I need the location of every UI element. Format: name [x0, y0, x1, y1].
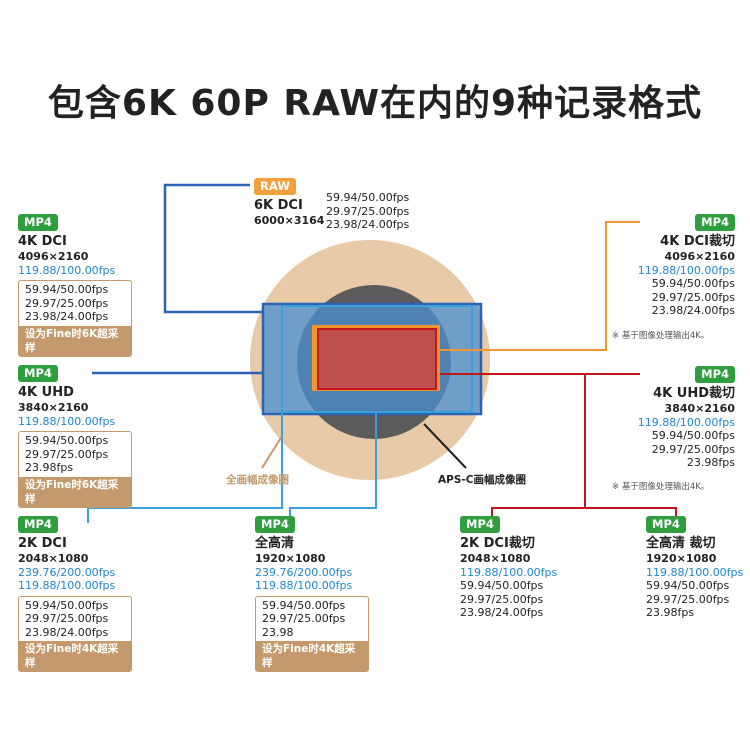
pointer-apsc — [423, 423, 467, 469]
fps-item: 23.98fps — [646, 606, 695, 619]
format-name: 6K DCI — [254, 198, 303, 213]
format-name: 4K UHD — [18, 385, 74, 400]
wire-4kdci-crop — [440, 221, 640, 351]
format-resolution: 3840×2160 — [664, 402, 735, 415]
processing-note: ※ 基于图像处理输出4K。 — [612, 331, 710, 341]
fine-note: 设为Fine时4K超采样 — [256, 641, 368, 671]
processing-note: ※ 基于图像处理输出4K。 — [612, 482, 710, 492]
mp4-badge: MP4 — [255, 516, 295, 533]
format-resolution: 6000×3164 — [254, 214, 325, 227]
fps-item: 23.98/24.00fps — [25, 625, 109, 639]
format-name: 4K DCI裁切 — [660, 234, 735, 249]
format-hfr: 239.76/200.00fps — [255, 565, 353, 579]
wire-2kdci-crop — [491, 374, 586, 523]
fps-item: 29.97/25.00fps — [25, 296, 109, 310]
fps-item: 23.98/24.00fps — [460, 606, 544, 619]
format-resolution: 4096×2160 — [664, 250, 735, 263]
fps-item: 29.97/25.00fps — [460, 592, 544, 606]
fps-box: 59.94/50.00fps 29.97/25.00fps 23.98fps 设… — [18, 431, 132, 508]
format-fhd-crop: MP4 全高清 裁切 1920×1080 119.88/100.00fps 59… — [646, 516, 746, 620]
note-4k-uhd-crop: ※ 基于图像处理输出4K。 — [612, 478, 709, 495]
format-hfr: 119.88/100.00fps — [637, 415, 735, 429]
format-2k-dci-crop: MP4 2K DCI裁切 2048×1080 119.88/100.00fps … — [460, 516, 580, 620]
fps-item: 59.94/50.00fps — [651, 429, 735, 442]
format-hfr: 119.88/100.00fps — [18, 579, 116, 592]
fps-item: 23.98/24.00fps — [25, 310, 109, 323]
format-fhd: MP4 全高清 1920×1080 239.76/200.00fps 119.8… — [255, 516, 369, 672]
format-hfr: 119.88/100.00fps — [18, 263, 116, 277]
mp4-badge: MP4 — [18, 214, 58, 231]
fps-box: 59.94/50.00fps 29.97/25.00fps 23.98 设为Fi… — [255, 595, 369, 672]
fps-item: 59.94/50.00fps — [262, 598, 346, 612]
format-name: 4K DCI — [18, 234, 67, 249]
format-hfr: 119.88/100.00fps — [460, 565, 558, 579]
fps-item: 29.97/25.00fps — [25, 447, 109, 461]
note-4k-dci-crop: ※ 基于图像处理输出4K。 — [612, 327, 709, 344]
fps-item: 29.97/25.00fps — [646, 592, 730, 606]
apsc-label: APS-C画幅成像圈 — [438, 474, 526, 486]
mp4-badge: MP4 — [646, 516, 686, 533]
full-frame-label: 全画幅成像圈 — [226, 474, 289, 486]
mp4-badge: MP4 — [460, 516, 500, 533]
fps-item: 59.94/50.00fps — [25, 283, 109, 296]
format-2k-dci: MP4 2K DCI 2048×1080 239.76/200.00fps 11… — [18, 516, 132, 672]
fps-item: 23.98 — [262, 625, 294, 639]
raw-badge: RAW — [254, 178, 296, 195]
fps-item: 59.94/50.00fps — [646, 579, 730, 592]
mp4-badge: MP4 — [695, 366, 735, 383]
mp4-badge: MP4 — [18, 365, 58, 382]
fps-item: 29.97/25.00fps — [262, 612, 346, 625]
format-hfr: 119.88/100.00fps — [637, 263, 735, 277]
fps-item: 23.98/24.00fps — [326, 218, 410, 231]
fps-item: 29.97/25.00fps — [651, 290, 735, 304]
fps-item: 29.97/25.00fps — [326, 204, 410, 218]
format-resolution: 1920×1080 — [646, 552, 717, 565]
fps-item: 29.97/25.00fps — [651, 442, 735, 456]
format-resolution: 4096×2160 — [18, 250, 89, 263]
format-raw-6k: RAW 6K DCI 6000×3164 — [254, 178, 324, 228]
fps-item: 59.94/50.00fps — [460, 579, 544, 592]
wire-fhd — [289, 412, 377, 523]
format-hfr: 119.88/100.00fps — [255, 579, 353, 592]
page-title: 包含6K 60P RAW在内的9种记录格式 — [47, 83, 703, 124]
fps-item: 23.98fps — [25, 461, 74, 474]
mp4-badge: MP4 — [18, 516, 58, 533]
format-hfr: 119.88/100.00fps — [18, 414, 116, 428]
fps-item: 59.94/50.00fps — [326, 191, 410, 204]
fine-note: 设为Fine时4K超采样 — [19, 641, 131, 671]
mp4-badge: MP4 — [695, 214, 735, 231]
format-4k-dci: MP4 4K DCI 4096×2160 119.88/100.00fps 59… — [18, 214, 132, 357]
format-hfr: 119.88/100.00fps — [646, 565, 744, 579]
format-name: 4K UHD裁切 — [653, 386, 735, 401]
format-name: 2K DCI — [18, 536, 67, 551]
raw-fps-list: 59.94/50.00fps 29.97/25.00fps 23.98/24.0… — [326, 191, 409, 232]
pointer-full-frame — [261, 435, 283, 469]
fps-item: 29.97/25.00fps — [25, 612, 109, 625]
fps-item: 23.98/24.00fps — [651, 304, 735, 317]
format-resolution: 1920×1080 — [255, 552, 326, 565]
format-4k-dci-crop: MP4 4K DCI裁切 4096×2160 119.88/100.00fps … — [610, 214, 735, 318]
wire-raw-4kdci — [163, 183, 263, 314]
red-frame — [317, 328, 437, 390]
fine-note: 设为Fine时6K超采样 — [19, 325, 131, 356]
fps-box: 59.94/50.00fps 29.97/25.00fps 23.98/24.0… — [18, 595, 132, 672]
format-name: 全高清 裁切 — [646, 536, 716, 551]
format-resolution: 2048×1080 — [460, 552, 531, 565]
format-4k-uhd-crop: MP4 4K UHD裁切 3840×2160 119.88/100.00fps … — [610, 366, 735, 470]
wire-2kdci — [87, 412, 283, 523]
format-resolution: 3840×2160 — [18, 401, 89, 414]
fps-box: 59.94/50.00fps 29.97/25.00fps 23.98/24.0… — [18, 280, 132, 357]
fps-item: 23.98fps — [686, 456, 735, 469]
blue-frame-outer — [261, 302, 483, 416]
fps-item: 59.94/50.00fps — [651, 277, 735, 290]
fps-item: 59.94/50.00fps — [25, 434, 109, 447]
format-resolution: 2048×1080 — [18, 552, 89, 565]
format-name: 2K DCI裁切 — [460, 536, 535, 551]
format-4k-uhd: MP4 4K UHD 3840×2160 119.88/100.00fps 59… — [18, 365, 132, 508]
format-name: 全高清 — [255, 536, 295, 551]
fine-note: 设为Fine时6K超采样 — [19, 476, 131, 507]
fps-item: 59.94/50.00fps — [25, 598, 109, 612]
format-hfr: 239.76/200.00fps — [18, 565, 116, 579]
